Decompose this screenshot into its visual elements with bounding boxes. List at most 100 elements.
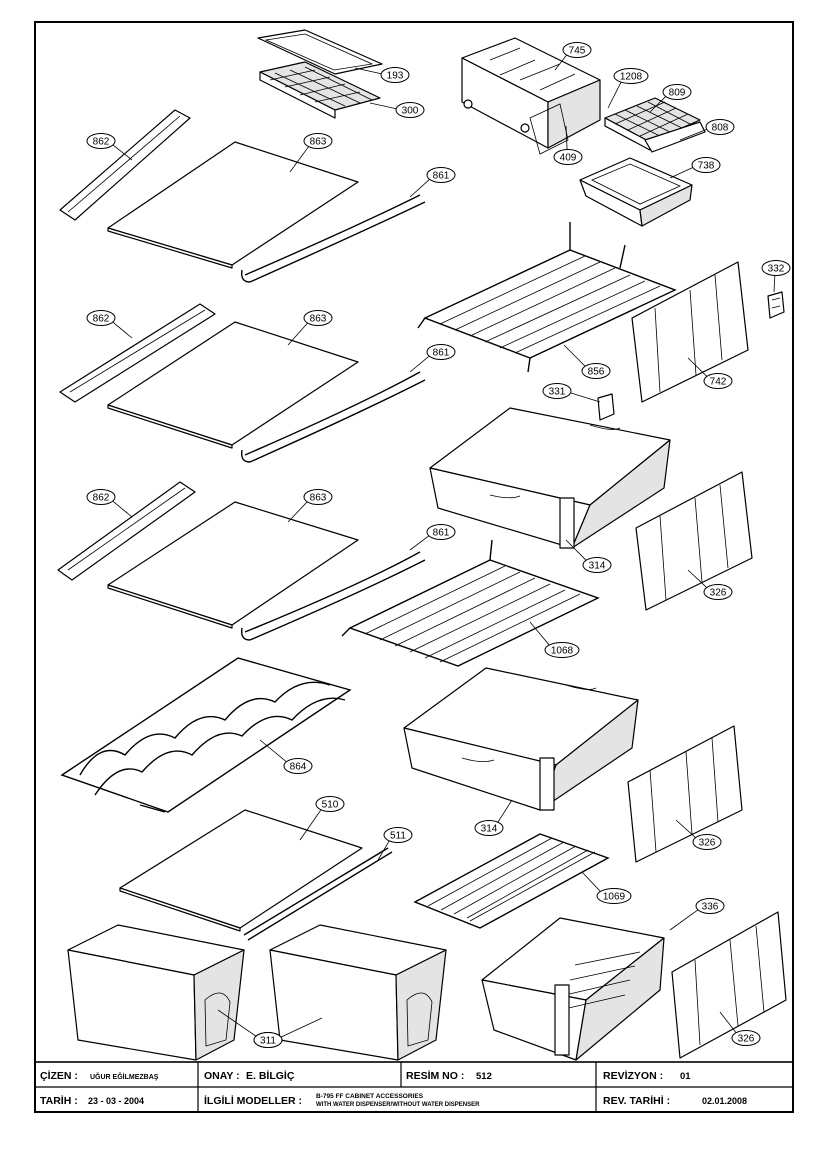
callout-862: 862 bbox=[86, 310, 133, 339]
callout-bubble bbox=[761, 260, 791, 276]
glass-shelf-set-2 bbox=[59, 303, 426, 463]
callout-bubble bbox=[303, 133, 333, 149]
callout-738: 738 bbox=[669, 157, 721, 179]
leader-line bbox=[112, 321, 133, 339]
callout-511: 511 bbox=[377, 827, 413, 861]
callout-326: 326 bbox=[675, 819, 722, 850]
callout-bubble bbox=[691, 157, 721, 173]
rev-tarihi-label: REV. TARİHİ : bbox=[603, 1094, 670, 1107]
resim-no-value: 512 bbox=[476, 1071, 492, 1082]
callout-bubble bbox=[695, 898, 725, 914]
title-block: ÇİZEN : UĞUR EĞİLMEZBAŞ ONAY : E. BİLGİÇ… bbox=[34, 1061, 794, 1113]
callout-314: 314 bbox=[565, 539, 612, 573]
vegetable-bin-311-left bbox=[67, 924, 245, 1061]
callout-863: 863 bbox=[287, 489, 333, 523]
callout-331: 331 bbox=[542, 383, 601, 403]
callout-bubble bbox=[562, 42, 592, 58]
callout-label: 863 bbox=[310, 137, 327, 148]
clip-331 bbox=[597, 393, 615, 421]
bottle-rack-864 bbox=[60, 657, 352, 813]
leader-line bbox=[669, 909, 699, 931]
callout-label: 511 bbox=[390, 831, 406, 842]
callout-745: 745 bbox=[554, 42, 592, 71]
ice-bucket-738 bbox=[579, 157, 693, 227]
callout-1068: 1068 bbox=[529, 621, 580, 658]
callout-bubble bbox=[703, 373, 733, 389]
leader-line bbox=[369, 102, 397, 110]
leader-line bbox=[409, 355, 430, 373]
revizyon-value: 01 bbox=[680, 1071, 691, 1082]
callout-label: 314 bbox=[589, 561, 606, 572]
callout-label: 510 bbox=[322, 800, 339, 811]
crisper-drawer-1 bbox=[429, 407, 671, 549]
callout-510: 510 bbox=[299, 796, 345, 841]
leader-line bbox=[687, 569, 707, 588]
callout-label: 331 bbox=[549, 387, 566, 398]
callout-bubble bbox=[253, 1032, 283, 1048]
leader-line bbox=[354, 67, 382, 75]
leader-line bbox=[299, 809, 322, 841]
callout-bubble bbox=[303, 310, 333, 326]
ice-grid-809 bbox=[604, 97, 701, 151]
leader-line bbox=[565, 125, 568, 150]
callout-862: 862 bbox=[86, 133, 133, 161]
callout-label: 1069 bbox=[603, 892, 626, 903]
callout-label: 336 bbox=[702, 902, 719, 913]
glass-shelf-set-1 bbox=[59, 109, 426, 283]
callout-332: 332 bbox=[761, 260, 791, 293]
leader-line bbox=[289, 146, 309, 173]
cizen-value: UĞUR EĞİLMEZBAŞ bbox=[90, 1072, 159, 1081]
ice-tray-lid-193 bbox=[257, 29, 383, 75]
callout-label: 808 bbox=[712, 123, 729, 134]
callout-bubble bbox=[703, 584, 733, 600]
callout-326: 326 bbox=[719, 1011, 761, 1046]
leader-line bbox=[669, 167, 693, 179]
leader-line bbox=[497, 799, 513, 823]
callout-856: 856 bbox=[563, 344, 611, 379]
ilgili-modeller-label: İLGİLİ MODELLER : bbox=[204, 1094, 302, 1107]
callout-label: 809 bbox=[669, 88, 686, 99]
callout-bubble bbox=[581, 363, 611, 379]
callout-label: 314 bbox=[481, 824, 498, 835]
callout-label: 745 bbox=[569, 46, 586, 57]
callout-bubble bbox=[705, 119, 735, 135]
leader-line bbox=[679, 128, 707, 141]
callout-336: 336 bbox=[669, 898, 725, 931]
callout-bubble bbox=[692, 834, 722, 850]
glass-shelf-set-3 bbox=[57, 481, 426, 641]
drawer-front-742 bbox=[631, 261, 749, 403]
callout-label: 1208 bbox=[620, 72, 643, 83]
ice-grid-base-808 bbox=[644, 121, 706, 153]
callout-409: 409 bbox=[553, 125, 583, 165]
callout-bubble bbox=[582, 557, 612, 573]
callout-label: 738 bbox=[698, 161, 715, 172]
leader-line bbox=[773, 275, 776, 293]
leader-line bbox=[554, 54, 567, 71]
callout-bubble bbox=[426, 344, 456, 360]
glass-shelf-510 bbox=[119, 809, 363, 932]
leader-line bbox=[563, 344, 586, 367]
callout-label: 300 bbox=[402, 106, 419, 117]
leader-line bbox=[287, 501, 308, 523]
leader-line bbox=[687, 357, 708, 377]
leader-line bbox=[565, 539, 587, 561]
leader-line bbox=[287, 322, 308, 346]
wire-shelf-856 bbox=[417, 222, 677, 373]
bottom-basket-336 bbox=[481, 917, 665, 1061]
callout-863: 863 bbox=[289, 133, 333, 173]
callout-label: 326 bbox=[738, 1034, 755, 1045]
callout-label: 864 bbox=[290, 762, 307, 773]
ilgili-modeller-line1: B-795 FF CABINET ACCESSORIES bbox=[316, 1093, 424, 1100]
callout-bubble bbox=[731, 1030, 761, 1046]
ice-tray-300 bbox=[259, 61, 381, 119]
callout-861: 861 bbox=[409, 167, 456, 198]
callout-label: 862 bbox=[93, 493, 110, 504]
callout-label: 863 bbox=[310, 493, 327, 504]
callout-bubble bbox=[395, 102, 425, 118]
callout-label: 409 bbox=[560, 153, 577, 164]
callout-label: 193 bbox=[387, 71, 404, 82]
leader-line bbox=[570, 392, 601, 403]
callout-label: 326 bbox=[699, 838, 716, 849]
clip-332 bbox=[767, 291, 785, 319]
